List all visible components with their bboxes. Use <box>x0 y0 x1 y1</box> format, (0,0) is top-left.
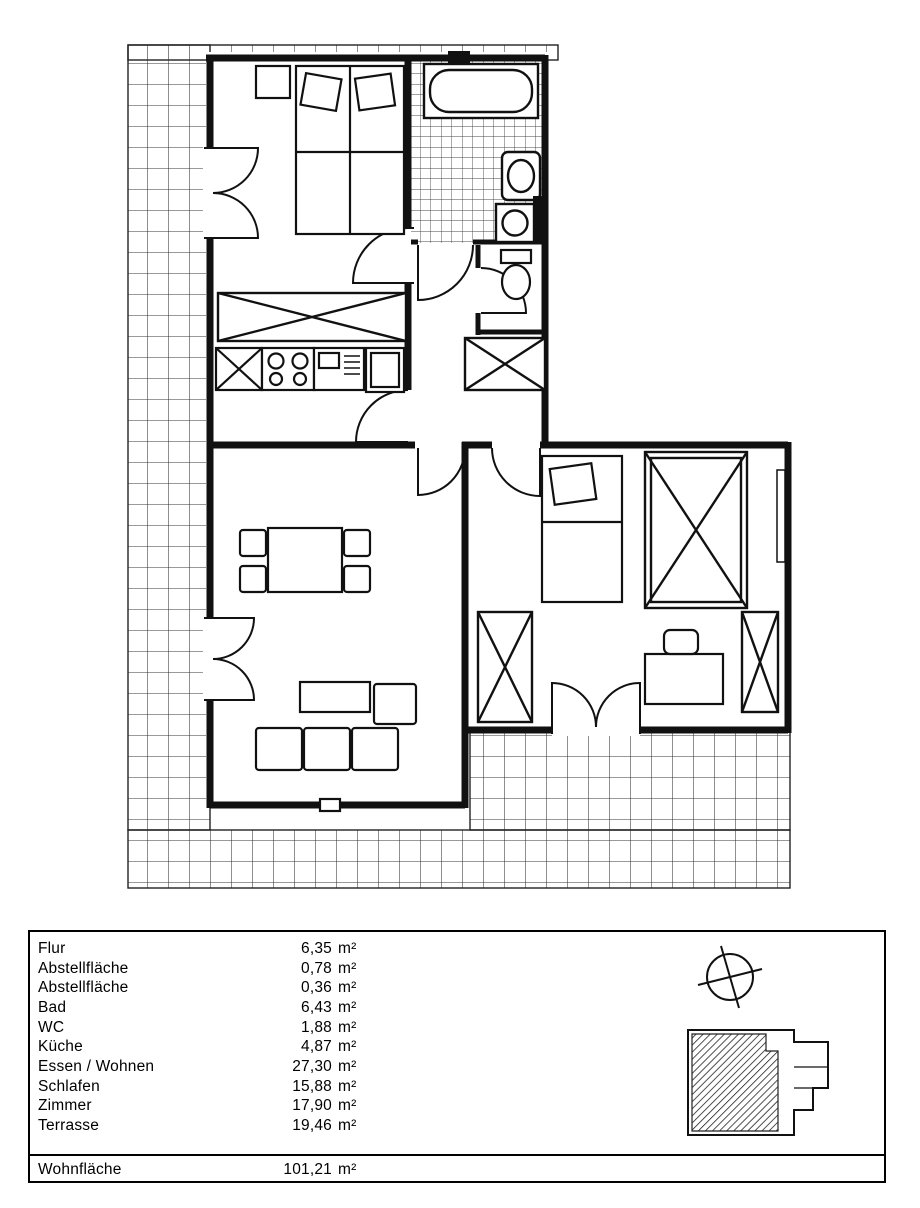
site-key-map <box>687 1029 829 1136</box>
room-area-value: 0,36 <box>301 979 332 997</box>
bathroom-fixtures <box>422 51 543 244</box>
table-row: Küche 4,87 m² <box>38 1037 356 1057</box>
room-area-value: 1,88 <box>301 1018 332 1036</box>
table-row: WC 1,88 m² <box>38 1018 356 1038</box>
right-room-furniture <box>540 454 786 706</box>
room-name: WC <box>38 1018 65 1036</box>
legend-graphics <box>687 945 829 1136</box>
room-name: Abstellfläche <box>38 959 129 977</box>
north-arrow-icon <box>697 945 763 1009</box>
total-label: Wohnfläche <box>38 1160 122 1178</box>
room-area-unit: m² <box>338 998 357 1016</box>
terrace-tiles <box>127 44 791 889</box>
room-area-unit: m² <box>338 1038 357 1056</box>
room-area-value: 17,90 <box>292 1097 332 1115</box>
room-name: Essen / Wohnen <box>38 1057 155 1075</box>
room-area-value: 19,46 <box>292 1117 332 1135</box>
living-room-furniture <box>238 526 418 813</box>
table-row: Terrasse 19,46 m² <box>38 1116 356 1136</box>
room-area-value: 4,87 <box>301 1038 332 1056</box>
table-row: Abstellfläche 0,78 m² <box>38 959 356 979</box>
room-area-unit: m² <box>338 1018 357 1036</box>
total-row: Wohnfläche 101,21 m² <box>38 1160 356 1180</box>
area-table: Flur 6,35 m² Abstellfläche 0,78 m² Abste… <box>28 930 886 1183</box>
table-row: Schlafen 15,88 m² <box>38 1077 356 1097</box>
bedroom-furniture <box>254 64 406 236</box>
room-name: Terrasse <box>38 1117 100 1135</box>
table-row: Bad 6,43 m² <box>38 998 356 1018</box>
room-name: Bad <box>38 998 67 1016</box>
room-area-unit: m² <box>338 1057 357 1075</box>
storage-closets <box>216 291 780 724</box>
kitchen-fixtures <box>214 346 406 394</box>
room-area-unit: m² <box>338 959 357 977</box>
door-openings <box>203 146 640 736</box>
room-area-value: 6,43 <box>301 998 332 1016</box>
table-row: Abstellfläche 0,36 m² <box>38 978 356 998</box>
room-area-unit: m² <box>338 979 357 997</box>
room-name: Abstellfläche <box>38 979 129 997</box>
room-name: Küche <box>38 1038 83 1056</box>
room-area-value: 15,88 <box>292 1077 332 1095</box>
table-row: Flur 6,35 m² <box>38 939 356 959</box>
floorplan-drawing <box>127 44 792 889</box>
room-area-unit: m² <box>338 939 357 957</box>
total-separator <box>30 1154 884 1156</box>
area-table-rows: Flur 6,35 m² Abstellfläche 0,78 m² Abste… <box>38 939 356 1136</box>
room-name: Zimmer <box>38 1097 92 1115</box>
room-name: Flur <box>38 939 66 957</box>
room-area-value: 0,78 <box>301 959 332 977</box>
room-name: Schlafen <box>38 1077 100 1095</box>
table-row: Essen / Wohnen 27,30 m² <box>38 1057 356 1077</box>
room-area-unit: m² <box>338 1117 357 1135</box>
total-unit: m² <box>338 1160 357 1178</box>
total-value: 101,21 <box>283 1160 332 1178</box>
walls <box>206 54 792 809</box>
room-area-unit: m² <box>338 1097 357 1115</box>
room-area-unit: m² <box>338 1077 357 1095</box>
table-row: Zimmer 17,90 m² <box>38 1097 356 1117</box>
wc-fixtures <box>499 248 533 301</box>
room-area-value: 6,35 <box>301 939 332 957</box>
room-area-value: 27,30 <box>292 1057 332 1075</box>
